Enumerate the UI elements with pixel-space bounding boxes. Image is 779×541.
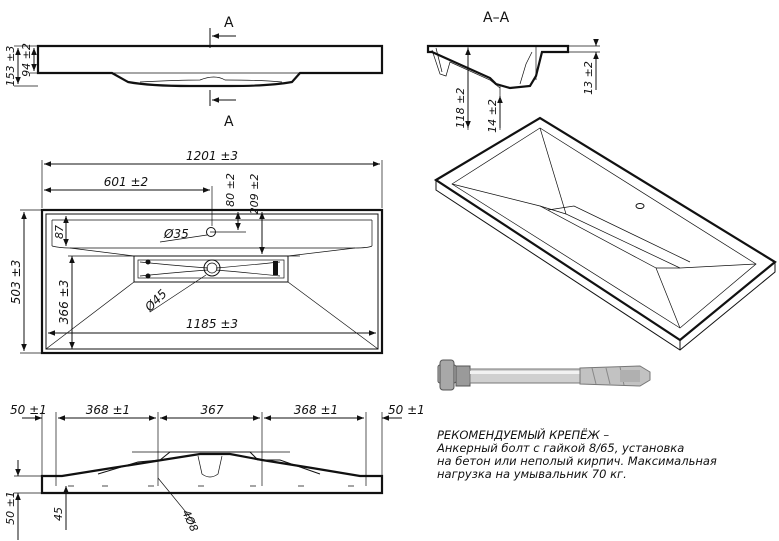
- dim-14: 14 ±2: [486, 99, 499, 133]
- section-marker-bottom: A: [224, 114, 234, 130]
- dim-front-span-left: 368 ±1: [86, 403, 130, 417]
- dim-1185: 1185 ±3: [186, 317, 238, 331]
- dim-366: 366 ±3: [57, 280, 71, 324]
- note-line-3: нагрузка на умывальник 70 кг.: [437, 467, 627, 481]
- dim-118: 118 ±2: [454, 88, 467, 129]
- note-heading: РЕКОМЕНДУЕМЫЙ КРЕПЁЖ –: [437, 428, 610, 442]
- section-title: A–A: [483, 10, 510, 26]
- dim-hole-35: Ø35: [163, 227, 189, 241]
- side-view-top: A A 94 ±2 153 ±3: [4, 15, 384, 130]
- dim-503: 503 ±3: [9, 260, 23, 304]
- dim-front-edge-left: 50 ±1: [10, 403, 47, 417]
- anchor-bolt-image: [437, 359, 651, 391]
- dim-209: 209 ±2: [248, 174, 261, 215]
- dim-front-hole-height: 45: [52, 507, 65, 521]
- dim-front-span-right: 368 ±1: [294, 403, 338, 417]
- section-view: A–A 118 ±2 14 ±2 13 ±2: [426, 10, 600, 133]
- dim-601: 601 ±2: [104, 175, 148, 189]
- dim-front-hole-dia: 4Ø8: [179, 508, 200, 534]
- dim-87: 87: [53, 225, 66, 239]
- dim-80: 80 ±2: [224, 173, 237, 207]
- isometric-view: [433, 116, 777, 351]
- section-marker-top: A: [224, 15, 234, 31]
- dim-1201: 1201 ±3: [186, 149, 238, 163]
- dim-front-height: 50 ±1: [4, 491, 17, 525]
- dim-front-span-center: 367: [201, 403, 224, 417]
- dim-13: 13 ±2: [582, 61, 595, 95]
- plan-view: 1201 ±3 601 ±2 80 ±2 209 ±2 87 Ø35 503 ±…: [9, 149, 384, 355]
- front-view: 50 ±1 368 ±1 367 368 ±1 50 ±1 50 ±1 45 4…: [4, 403, 425, 540]
- note-line-2: на бетон или неполый кирпич. Максимальна…: [437, 454, 717, 468]
- dim-drain-45: Ø45: [142, 287, 170, 315]
- dim-front-edge-right: 50 ±1: [388, 403, 425, 417]
- note-line-1: Анкерный болт с гайкой 8/65, установка: [437, 441, 685, 455]
- dim-153: 153 ±3: [4, 46, 17, 87]
- fastener-note: РЕКОМЕНДУЕМЫЙ КРЕПЁЖ – Анкерный болт с г…: [437, 429, 757, 481]
- dim-94: 94 ±2: [20, 43, 33, 77]
